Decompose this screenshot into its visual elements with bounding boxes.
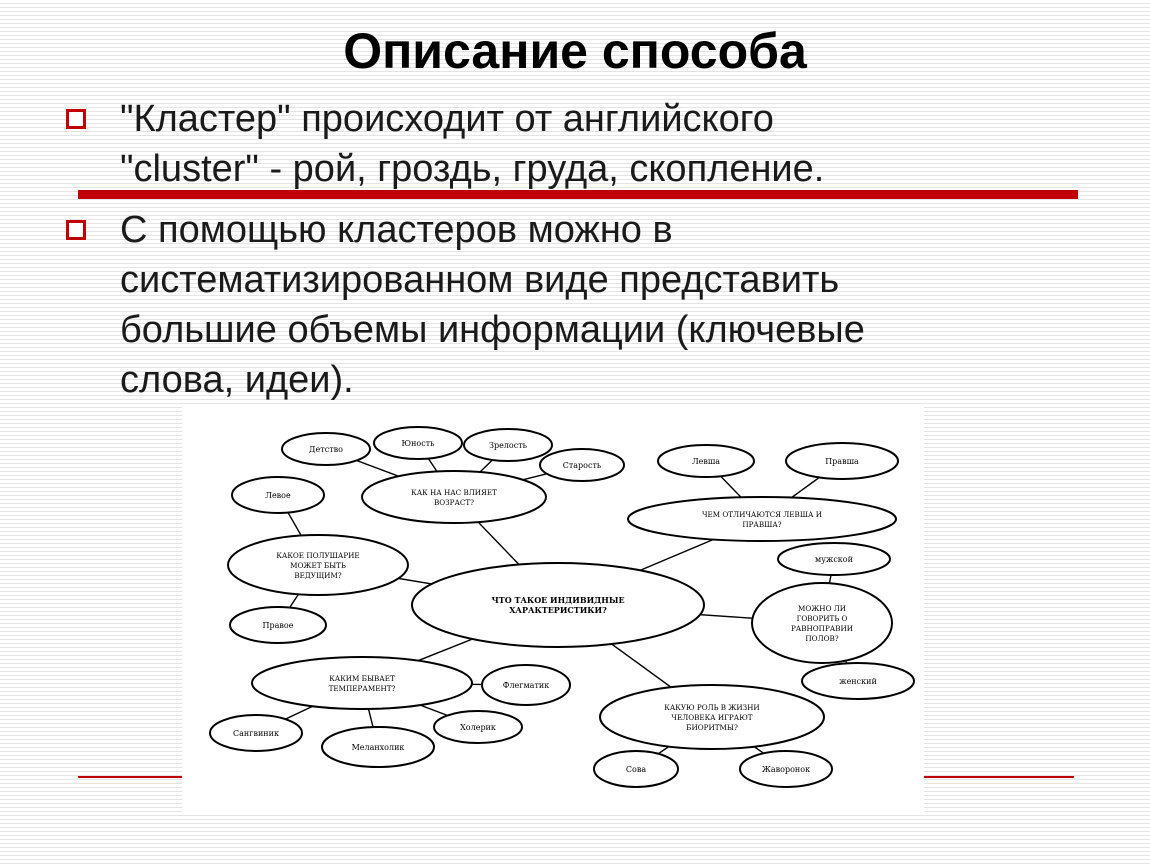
node-female-shape xyxy=(801,662,915,700)
node-sanguine: Сангвиник xyxy=(209,714,303,752)
node-right-hander-label: Правша xyxy=(825,457,859,466)
node-old-age: Старость xyxy=(539,448,625,482)
bullet-item-1: "Кластер" происходит от английского "clu… xyxy=(62,94,1122,194)
node-hemisphere-question-label: МОЖЕТ БЫТЬ xyxy=(290,561,346,570)
node-hemisphere-question-label: ВЕДУЩИМ? xyxy=(294,571,341,580)
node-sanguine-label: Сангвиник xyxy=(233,729,279,738)
node-owl-shape xyxy=(593,750,679,788)
node-melancholic-label: Меланхолик xyxy=(352,743,405,752)
node-maturity-shape xyxy=(463,428,553,462)
node-maturity-label: Зрелость xyxy=(489,441,528,450)
node-right: Правое xyxy=(229,606,327,644)
node-left-label: Левое xyxy=(265,491,291,500)
node-biorhythm-question-shape xyxy=(599,684,825,750)
node-youth-shape xyxy=(373,426,463,460)
node-choleric-label: Холерик xyxy=(460,723,496,732)
node-phlegmatic-shape xyxy=(481,664,571,706)
node-center-shape xyxy=(411,562,705,648)
node-left-shape xyxy=(231,476,325,514)
node-gender-question-label: ГОВОРИТЬ О xyxy=(797,614,848,623)
node-choleric: Холерик xyxy=(433,710,523,744)
node-gender-question-label: РАВНОПРАВИИ xyxy=(791,624,853,633)
node-hemisphere-question-shape xyxy=(227,534,409,596)
node-male-shape xyxy=(777,542,891,576)
node-childhood-label: Детство xyxy=(309,445,343,454)
bullet-1-line-1: "Кластер" происходит от английского xyxy=(120,98,774,140)
node-childhood: Детство xyxy=(281,432,371,466)
node-center-label: ХАРАКТЕРИСТИКИ? xyxy=(509,605,607,615)
node-youth-label: Юность xyxy=(402,439,436,448)
node-phlegmatic: Флегматик xyxy=(481,664,571,706)
bullet-2-line-2: систематизированном виде представить xyxy=(120,259,840,301)
hollow-square-icon xyxy=(66,220,86,240)
node-melancholic-shape xyxy=(321,726,435,768)
node-left-hander-label: Левша xyxy=(692,457,720,466)
bullet-list: "Кластер" происходит от английского "clu… xyxy=(62,94,1122,405)
node-gender-question-label: ПОЛОВ? xyxy=(805,634,838,643)
bullet-2-line-4: слова, идеи). xyxy=(120,359,354,401)
node-biorhythm-question-label: БИОРИТМЫ? xyxy=(686,723,738,732)
slide-title: Описание способа xyxy=(343,23,807,79)
node-right-hander-shape xyxy=(785,442,899,480)
node-gender-question-shape xyxy=(751,582,893,664)
bullet-2-line-1: С помощью кластеров можно в xyxy=(120,209,673,251)
title-divider-thin xyxy=(78,197,1078,198)
hollow-square-icon xyxy=(66,109,86,129)
node-melancholic: Меланхолик xyxy=(321,726,435,768)
title-divider-thick xyxy=(78,190,1078,199)
bullet-2-line-3: большие объемы информации (ключевые xyxy=(120,309,865,351)
node-old-age-shape xyxy=(539,448,625,482)
node-lark: Жаворонок xyxy=(739,750,833,788)
node-gender-question-label: МОЖНО ЛИ xyxy=(798,604,846,613)
node-right-shape xyxy=(229,606,327,644)
node-age-question-label: ВОЗРАСТ? xyxy=(434,498,474,507)
node-female: женский xyxy=(801,662,915,700)
node-sanguine-shape xyxy=(209,714,303,752)
node-maturity: Зрелость xyxy=(463,428,553,462)
node-temperament-question-shape xyxy=(251,656,473,710)
node-right-label: Правое xyxy=(263,621,294,630)
node-biorhythm-question-label: КАКУЮ РОЛЬ В ЖИЗНИ xyxy=(664,703,759,712)
node-handedness-question-shape xyxy=(627,496,897,542)
node-choleric-shape xyxy=(433,710,523,744)
node-female-label: женский xyxy=(839,677,877,686)
node-old-age-label: Старость xyxy=(563,461,602,470)
node-biorhythm-question-label: ЧЕЛОВЕКА ИГРАЮТ xyxy=(671,713,752,722)
node-male: мужской xyxy=(777,542,891,576)
node-handedness-question-label: ЧЕМ ОТЛИЧАЮТСЯ ЛЕВША И xyxy=(702,510,822,519)
node-owl-label: Сова xyxy=(626,765,646,774)
node-age-question-label: КАК НА НАС ВЛИЯЕТ xyxy=(411,488,497,497)
bullet-1-line-2: "cluster" - рой, гроздь, груда, скоплени… xyxy=(120,148,825,190)
node-phlegmatic-label: Флегматик xyxy=(503,681,549,690)
node-right-hander: Правша xyxy=(785,442,899,480)
node-youth: Юность xyxy=(373,426,463,460)
node-center-label: ЧТО ТАКОЕ ИНДИВИДНЫЕ xyxy=(491,595,624,605)
node-childhood-shape xyxy=(281,432,371,466)
node-temperament-question-label: ТЕМПЕРАМЕНТ? xyxy=(329,684,396,693)
node-temperament-question-label: КАКИМ БЫВАЕТ xyxy=(329,674,395,683)
node-left-hander: Левша xyxy=(657,444,755,478)
node-age-question-shape xyxy=(361,470,547,524)
bullet-item-2: С помощью кластеров можно в систематизир… xyxy=(62,205,1122,405)
node-lark-shape xyxy=(739,750,833,788)
node-left-hander-shape xyxy=(657,444,755,478)
node-owl: Сова xyxy=(593,750,679,788)
node-left: Левое xyxy=(231,476,325,514)
node-lark-label: Жаворонок xyxy=(762,765,810,774)
node-hemisphere-question-label: КАКОЕ ПОЛУШАРИЕ xyxy=(276,551,359,560)
node-male-label: мужской xyxy=(815,555,853,564)
node-handedness-question-label: ПРАВША? xyxy=(742,520,781,529)
